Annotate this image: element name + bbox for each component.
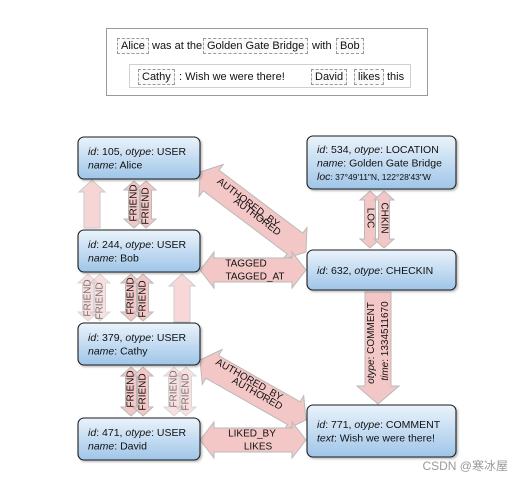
edge-label: FRIEND [126,370,137,407]
node-line: id: 379, otype: USER [88,332,187,344]
node-line: id: 244, otype: USER [88,239,187,251]
token-bob: Bob [336,38,364,54]
arrow-shape [134,180,158,229]
node-box [77,136,201,180]
node-line: id: 534, otype: LOCATION [317,144,439,156]
edge-label: TAGGED [225,259,266,270]
edge-label: CHKIN [378,202,389,233]
node-632: id: 632, otype: CHECKIN [306,249,457,291]
node-line: id: 632, otype: CHECKIN [317,265,433,277]
node-line: name: Bob [88,253,139,265]
arrow-shape [355,291,401,405]
token-this: this [387,71,405,83]
edge-backdrop-cathy [167,273,197,323]
token-alice: Alice [117,38,149,54]
node-box [77,417,201,461]
edge-label: FRIEND [141,187,152,224]
token-cathy: Cathy [138,69,175,85]
node-box [306,135,457,190]
node-771: id: 771, otype: COMMENT text: Wish we wer… [306,404,457,458]
node-line: id: 771, otype: COMMENT [317,419,441,431]
token-likes: likes [354,69,385,85]
node-line: name: Golden Gate Bridge [317,157,442,169]
edge-label: time: 1334511670 [380,301,391,381]
node-line: loc: 37°49'11"N, 122°28'43"W [317,171,431,183]
arrow-shape [88,273,112,322]
edge-label: FRIEND [138,373,149,410]
node-244: id: 244, otype: USER name: Bob [77,229,201,273]
node-box [77,322,201,366]
token-david: David [311,69,348,85]
node-box [306,249,457,291]
node-line: name: Cathy [88,346,148,358]
edge-label: FRIEND [138,280,149,317]
node-box [77,229,201,273]
comment-line [129,64,411,88]
token-with: with [312,40,332,52]
arrow-shape [198,163,308,261]
sentence-box: Alice was at the Golden Gate Bridge with… [106,28,428,96]
node-line: text: Wish we were there! [317,433,435,445]
token-golden-gate-bridge: Golden Gate Bridge [203,38,309,54]
node-line: name: David [88,441,147,453]
edge-label: FRIEND [126,277,137,314]
arrow-shape [372,190,396,249]
arrow-shape [131,273,155,322]
node-box [306,404,457,458]
edge-tagged-bob-checkin: TAGGED TAGGED_AT [199,250,307,290]
edge-label: TAGGED_AT [225,272,284,283]
edge-label: LOC [364,208,375,229]
node-379: id: 379, otype: USER name: Cathy [77,322,201,366]
edge-likes-david-comment: LIKED_BY LIKES [199,420,307,460]
nodes-layer: id: 105, otype: USER name: Alice id: 244, … [77,135,457,461]
arrow-shape [199,420,307,460]
token-wish: : Wish we were there! [179,71,285,83]
edge-label: FRIEND [83,279,94,316]
watermark: CSDN @寒冰屋 [422,459,508,473]
edge-label: LIKED_BY [228,429,276,440]
node-105: id: 105, otype: USER name: Alice [77,136,201,180]
arrow-shape [131,366,155,417]
arrow-shape [174,366,198,417]
edge-label: FRIEND [95,282,106,319]
edge-label: FRIEND [169,370,180,407]
edge-label: FRIEND [129,184,140,221]
arrow-shape [199,348,307,432]
edge-backdrop-alice [77,179,107,229]
edge-label: otype: COMMENT [366,302,377,384]
node-line: id: 471, otype: USER [88,427,187,439]
token-was-at-the: was at the [152,40,203,52]
edge-label: FRIEND [181,373,192,410]
edge-label: LIKES [244,442,273,453]
arrow-shape [77,179,107,229]
arrow-shape [199,250,307,290]
arrow-shape [167,273,197,323]
node-line: id: 105, otype: USER [88,146,187,158]
node-471: id: 471, otype: USER name: David [77,417,201,461]
node-line: name: Alice [88,160,142,172]
